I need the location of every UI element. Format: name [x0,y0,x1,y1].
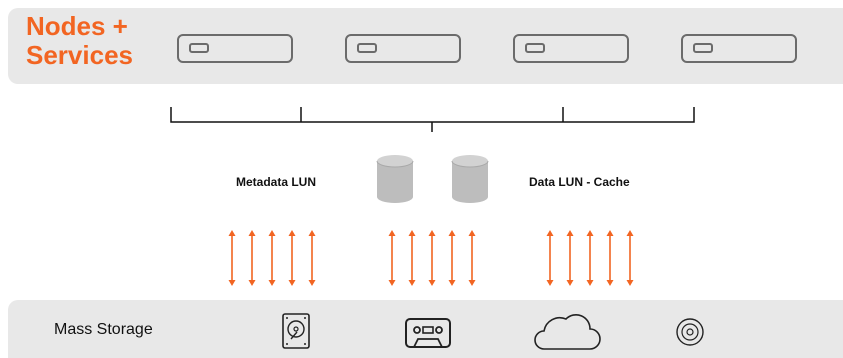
nodes-services-title: Nodes + Services [26,11,133,70]
mass-storage-label: Mass Storage [54,321,153,338]
bidirectional-arrow [428,230,436,286]
server-node [513,34,629,63]
hard-drive-icon [282,313,310,349]
data-lun-cylinder [451,155,489,203]
nodes-services-panel: Nodes + Services [8,8,843,84]
bidirectional-arrow [546,230,554,286]
server-slot [189,43,209,53]
cloud-icon [534,314,601,350]
metadata-lun-label: Metadata LUN [236,175,317,189]
bidirectional-arrow [388,230,396,286]
bidirectional-arrow [448,230,456,286]
bidirectional-arrow [626,230,634,286]
server-slot [357,43,377,53]
bidirectional-arrow [228,230,236,286]
bidirectional-arrow [308,230,316,286]
server-node [681,34,797,63]
server-node [177,34,293,63]
server-node [345,34,461,63]
connection-bracket [170,107,695,132]
tape-cassette-icon [405,318,451,348]
server-slot [693,43,713,53]
bidirectional-arrow [566,230,574,286]
bidirectional-arrow [606,230,614,286]
bidirectional-arrow [408,230,416,286]
bidirectional-arrow [586,230,594,286]
server-slot [525,43,545,53]
bidirectional-arrow [288,230,296,286]
mass-storage-panel: Mass Storage [8,300,843,358]
data-lun-cache-label: Data LUN - Cache [529,175,630,189]
data-flow-arrows [228,230,634,286]
bidirectional-arrow [468,230,476,286]
bidirectional-arrow [248,230,256,286]
optical-disc-icon [676,318,704,346]
bidirectional-arrow [268,230,276,286]
metadata-lun-cylinder [376,155,414,203]
